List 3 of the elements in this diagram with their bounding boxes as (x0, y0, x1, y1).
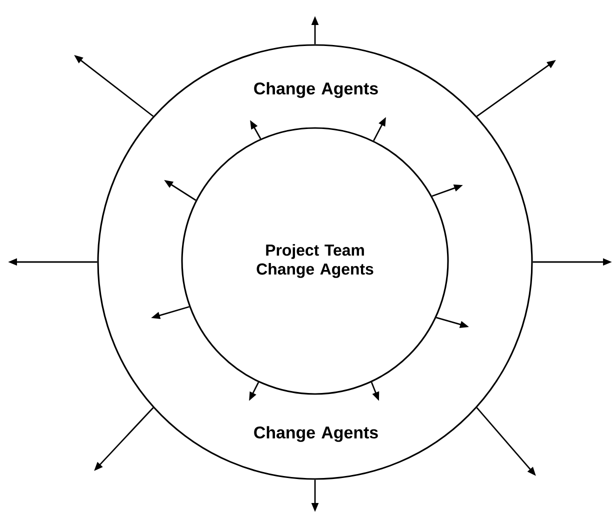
label: Change Agents (254, 82, 378, 98)
label: Project Team Change Agents (256, 244, 374, 278)
label: Change Agents (254, 426, 378, 442)
